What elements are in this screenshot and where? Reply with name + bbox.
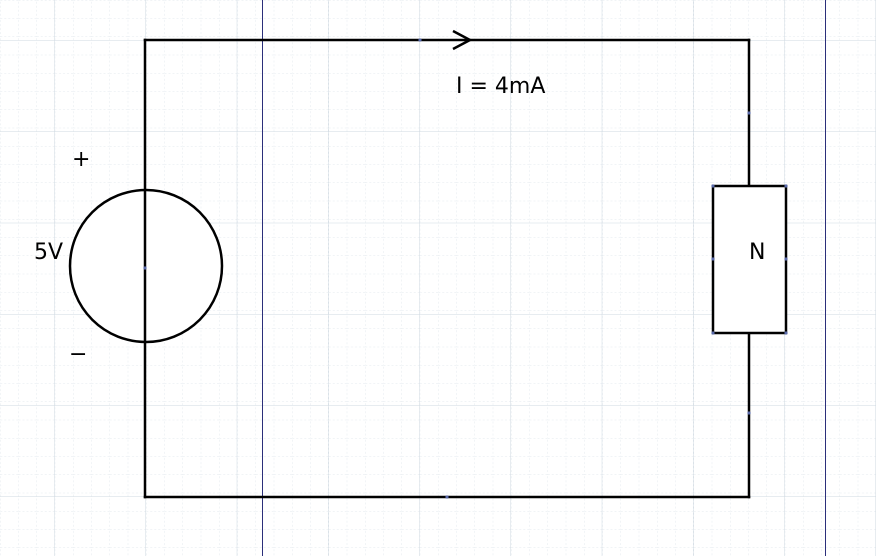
- source-value-label: 5V: [34, 240, 64, 265]
- marker: [418, 38, 422, 42]
- marker: [711, 257, 715, 261]
- marker: [747, 411, 751, 415]
- marker: [747, 111, 751, 115]
- marker: [143, 266, 147, 270]
- marker: [445, 495, 449, 499]
- current-label: I = 4mA: [456, 74, 546, 99]
- marker: [784, 257, 788, 261]
- marker: [784, 331, 788, 335]
- source-minus-label: −: [69, 342, 88, 367]
- marker: [711, 331, 715, 335]
- load-label: N: [749, 240, 766, 265]
- current-arrow-icon: [452, 29, 473, 51]
- connection-markers: [143, 38, 788, 499]
- source-plus-label: +: [72, 147, 91, 172]
- marker: [784, 184, 788, 188]
- marker: [711, 184, 715, 188]
